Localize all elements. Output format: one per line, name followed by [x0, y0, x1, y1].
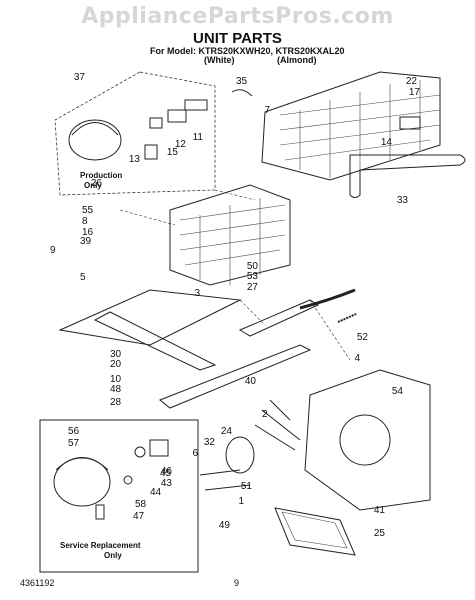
callout-43: 43 [161, 478, 173, 489]
page-number: 9 [234, 578, 240, 588]
callout-57: 57 [68, 438, 80, 449]
service-note-line-1: Service Replacement [60, 541, 141, 550]
callout-35: 35 [236, 76, 248, 87]
cover-part [144, 144, 158, 160]
callout-12: 12 [175, 139, 187, 150]
production-note-line-1: Production [80, 171, 122, 180]
callout-40: 40 [245, 376, 257, 387]
callout-16: 16 [82, 227, 94, 238]
callout-48: 48 [110, 384, 122, 395]
model-line: For Model: KTRS20KXWH20, KTRS20KXAL20 [150, 46, 345, 56]
callout-6: 6 [192, 448, 198, 459]
callout-55: 55 [82, 205, 94, 216]
service-relay [149, 439, 169, 457]
callout-17: 17 [409, 87, 421, 98]
color-white: (White) [204, 55, 235, 65]
callout-33: 33 [397, 195, 409, 206]
callout-39: 39 [80, 236, 92, 247]
frame-rail-left [58, 289, 242, 346]
color-almond: (Almond) [277, 55, 317, 65]
motor-bracket [199, 469, 251, 491]
callout-5: 5 [80, 272, 86, 283]
frame-crossbar [93, 311, 217, 371]
callout-56: 56 [68, 426, 80, 437]
callout-46: 46 [161, 466, 173, 477]
drier-part [399, 116, 421, 130]
callout-41: 41 [374, 505, 386, 516]
callout-3: 3 [194, 288, 200, 299]
service-replacement-box [39, 419, 199, 573]
callout-52: 52 [357, 332, 369, 343]
callout-30: 30 [110, 349, 122, 360]
callout-4: 4 [354, 353, 360, 364]
service-note-line-2: Only [104, 551, 122, 560]
callout-49: 49 [219, 520, 231, 531]
callout-8: 8 [82, 216, 88, 227]
callout-20: 20 [110, 359, 122, 370]
fan-opening [339, 414, 391, 466]
callout-11: 11 [193, 132, 204, 143]
callout-10: 10 [110, 374, 122, 385]
callout-58: 58 [135, 499, 147, 510]
callout-13: 13 [129, 154, 141, 165]
bracket-part [184, 99, 208, 111]
drain-pan [274, 507, 356, 556]
frame-rail-rear [238, 299, 320, 337]
service-clip [123, 475, 133, 485]
callout-50: 50 [247, 261, 259, 272]
callout-53: 53 [247, 271, 259, 282]
heater-loop [349, 154, 466, 198]
callout-2: 2 [262, 409, 268, 420]
drain-tube [299, 288, 356, 310]
spring-part [337, 313, 357, 323]
callout-25: 25 [374, 528, 386, 539]
callout-32: 32 [204, 437, 216, 448]
fan-shroud [304, 369, 431, 511]
frame-rail-front [159, 344, 312, 409]
watermark-text: AppliancePartsPros.com [81, 4, 394, 29]
callout-26: 26 [91, 178, 103, 189]
production-note-line-2: Only [84, 181, 102, 190]
fan-motor [225, 436, 255, 474]
callout-28: 28 [110, 397, 122, 408]
relay-part [167, 109, 187, 123]
callout-45: 45 [160, 468, 172, 479]
callout-7: 7 [264, 105, 270, 116]
service-overload [134, 446, 146, 458]
fan-blade [254, 399, 301, 451]
callout-22: 22 [406, 76, 418, 87]
callout-27: 27 [247, 282, 259, 293]
callout-1: 1 [238, 496, 244, 507]
evaporator-outline [169, 184, 291, 286]
service-capacitor [95, 504, 105, 520]
callout-47: 47 [133, 511, 145, 522]
callout-14: 14 [381, 137, 393, 148]
callout-44: 44 [150, 487, 162, 498]
callout-37: 37 [74, 72, 86, 83]
callout-24: 24 [221, 426, 233, 437]
callout-51: 51 [241, 481, 253, 492]
overload-part [149, 117, 163, 129]
callout-54: 54 [392, 386, 404, 397]
wire-harness [231, 89, 253, 97]
callout-9: 9 [50, 245, 56, 256]
compressor-production [68, 119, 122, 161]
page-title: UNIT PARTS [193, 30, 282, 47]
condenser-outline [261, 71, 441, 181]
document-part-number: 4361192 [20, 578, 55, 588]
production-only-box [54, 71, 216, 196]
callout-15: 15 [167, 147, 179, 158]
